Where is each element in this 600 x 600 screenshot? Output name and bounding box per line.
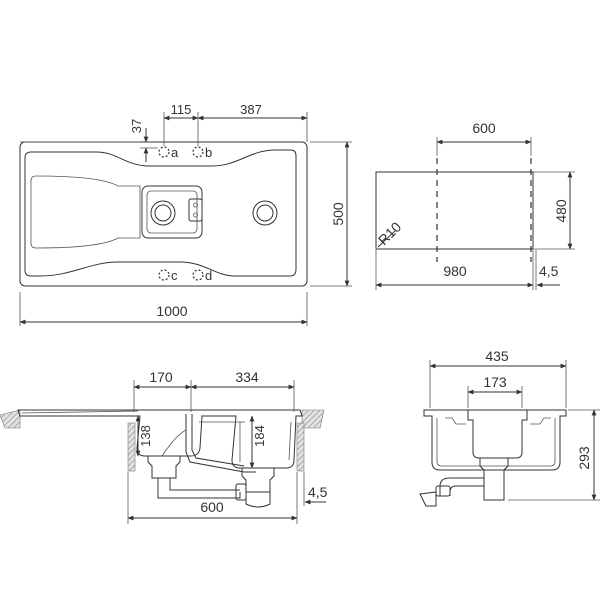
drain-right	[241, 468, 275, 493]
dim-115: 115	[171, 102, 192, 117]
side-section: 435 173 293	[419, 348, 600, 507]
dim-cutout-980: 980	[443, 263, 467, 279]
bowl-contour	[24, 149, 297, 277]
tap-label-c: c	[171, 268, 178, 283]
tap-hole-d	[192, 269, 204, 281]
side-outlet	[439, 477, 484, 496]
countertop-left	[0, 409, 21, 429]
drain-left-inner	[154, 204, 172, 222]
drainer-contour	[30, 175, 141, 249]
overflow-hole	[193, 202, 198, 208]
dim-front-138: 138	[138, 425, 153, 447]
small-bowl-inner	[146, 190, 198, 234]
cutout-view: 600 480 R10 980 4,5	[375, 120, 575, 290]
dim-front-184: 184	[252, 425, 267, 447]
dim-cutout-600: 600	[472, 120, 496, 136]
overflow-hole	[193, 212, 198, 218]
front-section: 170 334 138 184 600 4,5	[0, 369, 328, 524]
countertop-right	[301, 409, 325, 429]
dim-front-334: 334	[235, 369, 259, 385]
top-view: a b c d 115 387 37 1000 500	[19, 102, 352, 326]
dim-side-173: 173	[483, 374, 507, 390]
tap-label-d: d	[205, 268, 212, 283]
tap-hole-c	[158, 269, 170, 281]
dim-cutout-rim: 4,5	[539, 263, 559, 279]
tap-label-a: a	[171, 145, 179, 160]
drain-right-inner	[256, 204, 274, 222]
drain-left-outer	[150, 200, 176, 226]
overflow-tube	[185, 414, 256, 473]
cabinet-wall-left	[127, 422, 136, 472]
sink-outline	[19, 141, 308, 287]
dim-1000: 1000	[156, 303, 187, 319]
side-inner-bowl	[467, 410, 528, 459]
tap-hole-b	[192, 146, 204, 158]
drain-left	[147, 456, 181, 479]
drain-right-outer	[252, 200, 278, 226]
dim-front-600: 600	[200, 499, 224, 515]
dim-side-293: 293	[576, 446, 592, 470]
dim-500: 500	[330, 202, 346, 226]
dim-37: 37	[129, 119, 144, 133]
overflow-slot	[188, 198, 203, 222]
dim-r10: R10	[375, 218, 405, 248]
tap-label-b: b	[205, 145, 212, 160]
dim-cutout-480: 480	[553, 199, 569, 223]
trap-pipe	[157, 478, 241, 499]
side-trap	[479, 458, 509, 501]
dim-front-rim: 4,5	[308, 484, 328, 500]
side-shell	[423, 409, 567, 471]
tap-hole-a	[158, 146, 170, 158]
dim-387: 387	[240, 102, 262, 117]
dim-front-170: 170	[149, 369, 173, 385]
cabinet-wall-right	[296, 422, 305, 472]
dim-side-435: 435	[485, 348, 509, 364]
cutout-outline	[375, 171, 534, 250]
